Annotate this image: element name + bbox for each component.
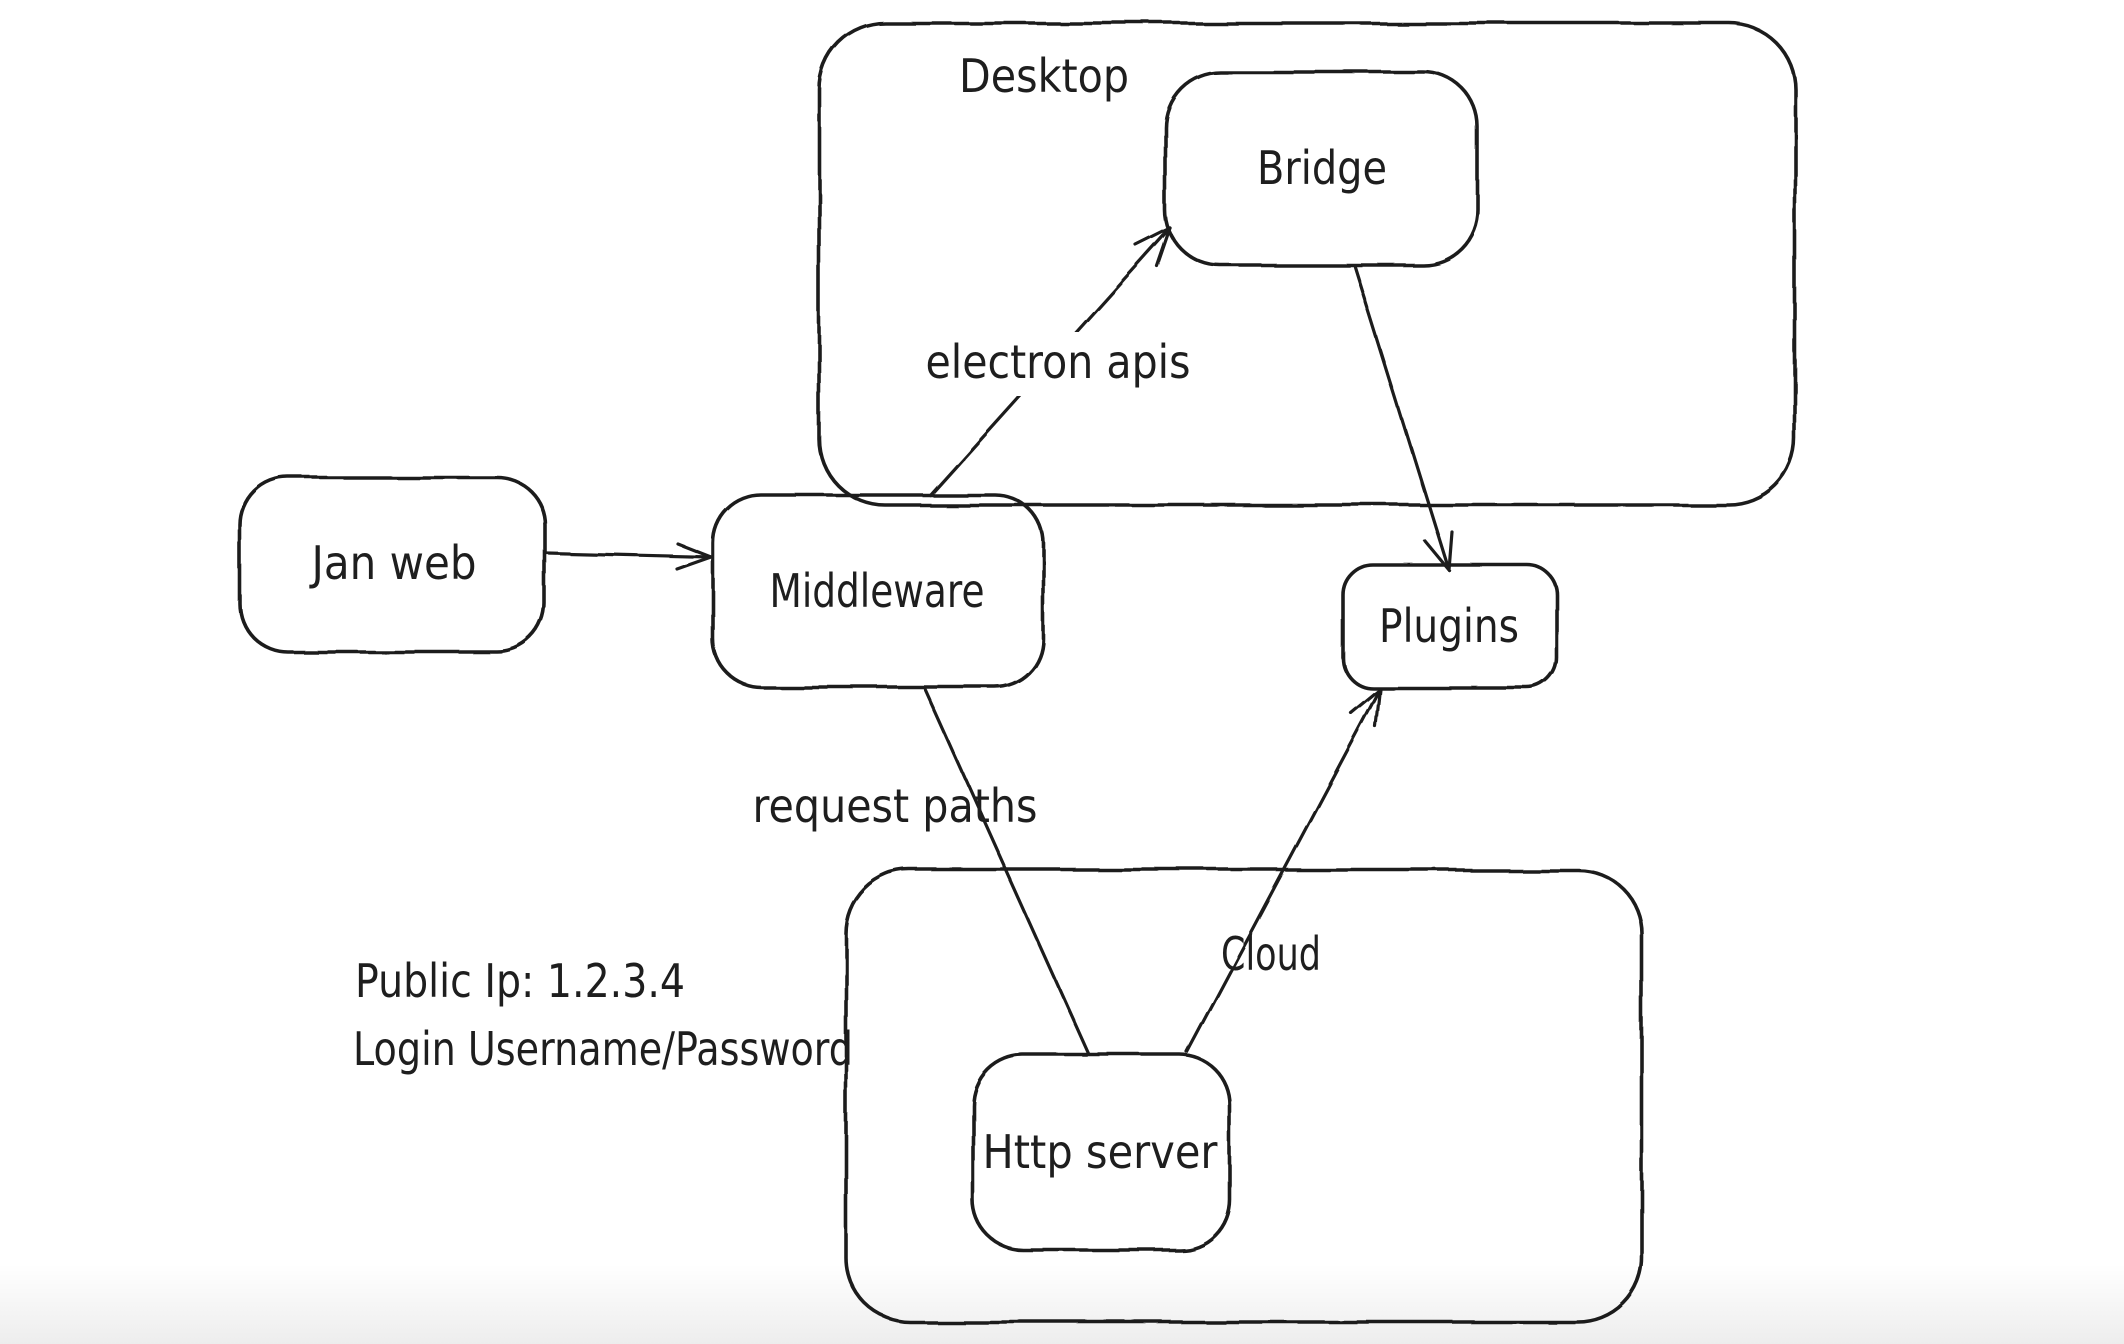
- arrowhead-into-bridge-icon: [1134, 226, 1172, 268]
- node-plugins-label: Plugins: [1379, 599, 1519, 653]
- node-bridge-label: Bridge: [1257, 141, 1387, 195]
- node-jan-web-label: Jan web: [309, 536, 477, 590]
- edge-http-server-to-plugins: [1185, 687, 1382, 1054]
- node-middleware: [711, 493, 1045, 689]
- edge-middleware-to-http-server: [923, 687, 1091, 1056]
- node-jan-web: [238, 475, 547, 654]
- note-public-ip: Public Ip: 1.2.3.4: [355, 954, 685, 1008]
- edge-label-request-paths: request paths: [753, 779, 1038, 833]
- node-bridge: [1163, 70, 1480, 267]
- edge-label-electron-apis: electron apis: [926, 335, 1191, 389]
- container-cloud: [844, 868, 1644, 1324]
- arrowhead-into-plugins-bottom-icon: [1349, 687, 1382, 729]
- node-middleware-label: Middleware: [770, 564, 985, 618]
- edge-bridge-to-plugins: [1353, 265, 1451, 572]
- arrowhead-into-plugins-top-icon: [1423, 530, 1454, 572]
- arrowhead-into-middleware-icon: [675, 542, 713, 571]
- container-desktop-label: Desktop: [959, 49, 1129, 103]
- container-cloud-label: Cloud: [1221, 927, 1321, 981]
- note-login-credentials: Login Username/Password: [353, 1022, 853, 1076]
- node-http-server: [971, 1053, 1232, 1252]
- edge-label-background: [900, 332, 1220, 396]
- node-http-server-label: Http server: [983, 1125, 1218, 1179]
- edge-jan-web-to-middleware: [545, 551, 713, 559]
- container-desktop: [817, 21, 1797, 507]
